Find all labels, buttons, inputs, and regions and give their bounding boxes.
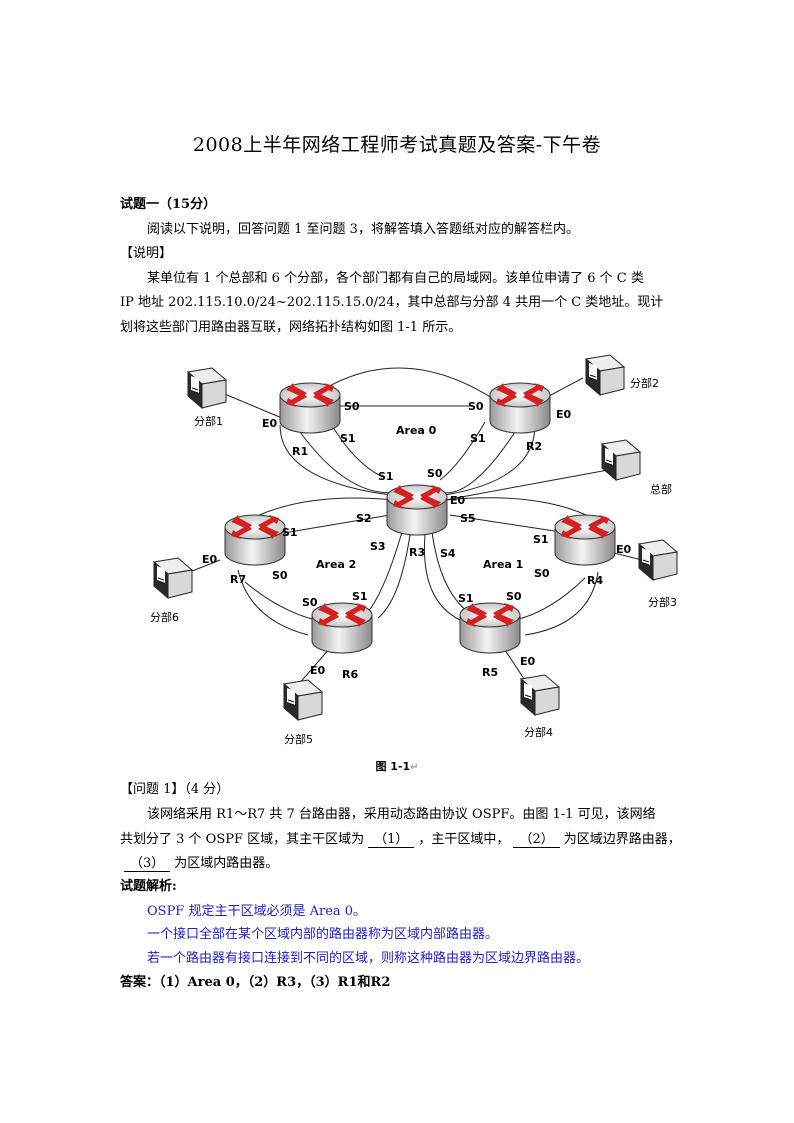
answer-blank-2: （2）: [513, 828, 560, 848]
site-headquarters-label: 总部: [650, 482, 672, 496]
question-1-text-a: 共划分了 3 个 OSPF 区域，其主干区域为: [120, 832, 365, 847]
question-1-heading: 【问题 1】（4 分）: [120, 778, 229, 797]
port-label: S1: [470, 432, 486, 445]
port-label: S4: [440, 547, 456, 560]
answer-text: 答案：（1）Area 0，（2）R3，（3）R1和R2: [120, 975, 391, 990]
port-label: S1: [282, 526, 298, 539]
answer-blank-3: （3）: [124, 852, 171, 872]
figure-caption: 图 1-1↵: [0, 758, 794, 774]
router-r2-label: R2: [526, 440, 542, 453]
port-label: S2: [356, 512, 372, 525]
router-r3-label: R3: [409, 546, 425, 559]
port-label: E0: [310, 664, 326, 677]
intro-text: 阅读以下说明，回答问题 1 至问题 3，将解答填入答题纸对应的解答栏内。: [147, 222, 579, 237]
description-heading: 【说明】: [120, 246, 173, 261]
question-1-text-b: ，主干区域中，: [418, 832, 510, 847]
port-label: S0: [427, 467, 443, 480]
port-label: S5: [460, 512, 476, 525]
port-label: S1: [458, 592, 474, 605]
area-0-label: Area 0: [396, 424, 437, 437]
question-1-text-c: 为区域边界路由器，: [563, 832, 681, 847]
analysis-line-3: 若一个路由器有接口连接到不同的区域，则称这种路由器为区域边界路由器。: [147, 951, 590, 966]
router-r6-label: R6: [342, 668, 358, 681]
port-label: S0: [534, 567, 550, 580]
description-line-1: 某单位有 1 个总部和 6 个分部，各个部门都有自己的局域网。该单位申请了 6 …: [147, 271, 644, 286]
port-label: S0: [468, 400, 484, 413]
port-label: S0: [272, 569, 288, 582]
paragraph-mark: ↵: [410, 762, 419, 773]
port-label: S3: [370, 540, 386, 553]
port-label: E0: [556, 408, 572, 421]
server-branch-6: [153, 557, 193, 599]
router-r5: [459, 602, 521, 654]
port-label: E0: [616, 543, 632, 556]
area-2-label: Area 2: [316, 558, 356, 571]
router-r4: [554, 514, 616, 566]
port-label: S1: [340, 432, 356, 445]
port-label: E0: [202, 553, 218, 566]
port-label: S0: [302, 596, 318, 609]
router-r3: [386, 484, 448, 536]
server-headquarters: [601, 439, 641, 481]
port-label: S0: [506, 590, 522, 603]
server-branch-2: [585, 354, 625, 396]
question-1-title: 【问题 1】: [120, 782, 185, 797]
section-heading: 试题一（15分）: [120, 197, 217, 212]
description-line-2: IP 地址 202.115.10.0/24~202.115.15.0/24，其中…: [120, 295, 664, 310]
router-r1: [279, 382, 341, 434]
question-1-line-1: 该网络采用 R1～R7 共 7 台路由器，采用动态路由协议 OSPF。由图 1-…: [147, 807, 656, 822]
site-branch-6-label: 分部6: [150, 610, 179, 624]
router-r7: [224, 514, 286, 566]
network-topology-diagram: Area 0 Area 2 Area 1 R1 R2 R3 R4 R5 R6 R…: [150, 354, 678, 746]
router-r4-label: R4: [587, 574, 603, 587]
question-1-line-3: （3）为区域内路由器。: [120, 852, 278, 872]
router-r1-label: R1: [292, 445, 308, 458]
port-label: S1: [352, 590, 368, 603]
port-label: S0: [344, 400, 360, 413]
router-r7-label: R7: [230, 573, 246, 586]
site-branch-4-label: 分部4: [524, 725, 553, 739]
server-branch-1: [187, 367, 227, 409]
analysis-heading: 试题解析:: [120, 879, 177, 894]
question-1-text-d: 为区域内路由器。: [174, 856, 279, 871]
site-branch-5-label: 分部5: [284, 732, 313, 746]
description-line-3: 划将这些部门用路由器互联，网络拓扑结构如图 1-1 所示。: [120, 320, 462, 335]
port-label: E0: [520, 655, 536, 668]
analysis-line-2: 一个接口全部在某个区域内部的路由器称为区域内部路由器。: [147, 927, 499, 942]
site-branch-3-label: 分部3: [648, 595, 677, 609]
router-r2: [489, 382, 551, 434]
figure-caption-text: 图 1-1: [375, 760, 411, 773]
answer-blank-1: （1）: [368, 828, 415, 848]
question-1-line-2: 共划分了 3 个 OSPF 区域，其主干区域为（1），主干区域中，（2）为区域边…: [120, 828, 681, 848]
server-branch-3: [638, 539, 678, 581]
router-r6: [311, 602, 373, 654]
server-branch-4: [520, 674, 560, 716]
port-label: S1: [378, 470, 394, 483]
site-branch-2-label: 分部2: [630, 376, 659, 390]
analysis-line-1: OSPF 规定主干区域必须是 Area 0。: [147, 904, 367, 919]
question-1-score: （4 分）: [184, 782, 230, 797]
port-label: E0: [262, 417, 278, 430]
server-branch-5: [283, 679, 323, 721]
area-1-label: Area 1: [483, 558, 523, 571]
site-branch-1-label: 分部1: [194, 414, 223, 428]
router-r5-label: R5: [482, 666, 498, 679]
port-label: E0: [450, 494, 466, 507]
page-title: 2008上半年网络工程师考试真题及答案-下午卷: [192, 134, 602, 156]
port-label: S1: [533, 533, 549, 546]
